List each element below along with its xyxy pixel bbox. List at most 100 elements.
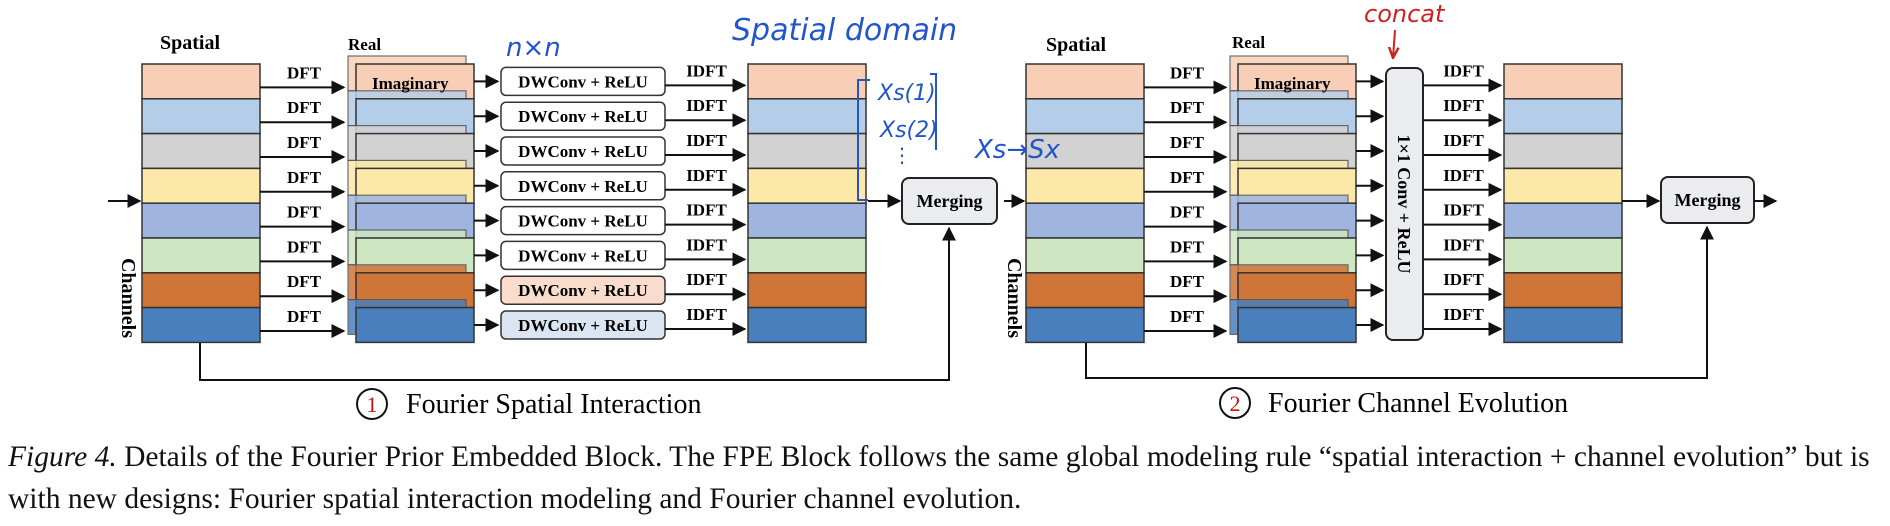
annotation-concat-arrow	[1393, 29, 1395, 58]
section-number: 2	[1230, 391, 1241, 416]
spatial-channel-block	[141, 306, 261, 344]
dwconv-relu-box	[500, 205, 666, 236]
idft-label: IDFT	[1443, 131, 1484, 150]
skip-connection	[1085, 225, 1714, 379]
spatial-channel-block	[1025, 63, 1145, 100]
real-label: Real	[1232, 33, 1265, 52]
dwconv-relu-box	[500, 240, 666, 271]
dft-label: DFT	[1170, 307, 1205, 326]
dft-label: DFT	[1170, 272, 1205, 291]
output-channel-block	[1503, 237, 1623, 274]
section-title: Fourier Channel Evolution	[1268, 388, 1568, 419]
dwconv-relu-label: DWConv + ReLU	[518, 246, 648, 265]
imaginary-label: Imaginary	[1254, 74, 1331, 93]
dft-label: DFT	[1170, 203, 1205, 222]
annotation-xs-to-sx: Xs→Sx	[973, 135, 1061, 165]
output-channel-block	[747, 132, 867, 170]
dft-label: DFT	[287, 237, 322, 256]
output-channel-block	[1503, 132, 1623, 170]
dwconv-relu-label: DWConv + ReLU	[518, 177, 648, 196]
idft-label: IDFT	[686, 305, 727, 324]
imaginary-label: Imaginary	[372, 74, 449, 93]
annotation-nxn: n×n	[506, 33, 561, 63]
dft-label: DFT	[287, 98, 322, 117]
dwconv-relu-label: DWConv + ReLU	[518, 72, 648, 91]
output-channel-block	[1503, 98, 1623, 135]
dwconv-relu-box	[500, 171, 666, 201]
dft-label: DFT	[287, 203, 322, 222]
idft-label: IDFT	[1443, 305, 1484, 324]
annotation-dots: ⋮	[892, 143, 912, 167]
annotation-bracket-right	[930, 73, 937, 150]
dft-label: DFT	[287, 272, 322, 291]
annotation-concat: concat	[1364, 0, 1446, 28]
handwritten-annotations: n×n Spatial domain Xs(1) Xs(2) ⋮ Xs→Sx c…	[506, 0, 1446, 201]
dwconv-relu-label: DWConv + ReLU	[518, 107, 648, 126]
spatial-channel-block	[141, 272, 261, 309]
dwconv-relu-box	[500, 136, 666, 166]
annotation-xs1: Xs(1)	[877, 81, 936, 106]
idft-label: IDFT	[686, 270, 727, 289]
dwconv-relu-label: DWConv + ReLU	[518, 281, 648, 300]
conv1x1-box	[1385, 67, 1424, 341]
idft-label: IDFT	[686, 166, 727, 185]
output-channel-block	[747, 306, 867, 344]
real-label: Real	[348, 35, 381, 54]
dft-label: DFT	[287, 307, 322, 326]
section-title: Fourier Spatial Interaction	[406, 389, 701, 420]
output-channel-block	[747, 63, 867, 100]
spatial-channel-block	[141, 167, 261, 204]
spatial-channel-block	[141, 98, 261, 135]
spatial-channel-block	[1025, 237, 1145, 274]
dft-label: DFT	[1170, 133, 1205, 152]
spatial-channel-block	[141, 202, 261, 239]
dft-label: DFT	[287, 168, 322, 187]
conv1x1-label: 1×1 Conv + ReLU	[1394, 134, 1414, 273]
output-channel-block	[747, 272, 867, 309]
channels-label: Channels	[1003, 258, 1025, 338]
dwconv-relu-label: DWConv + ReLU	[518, 212, 648, 231]
imaginary-channel-block	[1237, 306, 1357, 344]
fourier-channel-evolution-panel: Spatial Real Channels DFT IDFT DFT IDFT DFT I…	[1003, 33, 1778, 419]
dft-label: DFT	[287, 133, 322, 152]
annotation-xs2: Xs(2)	[879, 118, 938, 143]
skip-connection	[199, 226, 956, 381]
output-channel-block	[1503, 202, 1623, 239]
dwconv-relu-box	[500, 66, 666, 97]
merging-box	[901, 177, 998, 225]
output-channel-block	[1503, 63, 1623, 100]
idft-label: IDFT	[686, 235, 727, 254]
imaginary-channel-block	[355, 306, 475, 344]
dwconv-relu-label: DWConv + ReLU	[518, 142, 648, 161]
caption-text: Details of the Fourier Prior Embedded Bl…	[8, 441, 1870, 515]
section-number-badge	[1219, 387, 1251, 419]
spatial-channel-block	[1025, 272, 1145, 309]
channels-label: Channels	[117, 258, 139, 338]
dft-label: DFT	[1170, 168, 1205, 187]
output-channel-block	[747, 98, 867, 135]
output-channel-block	[1503, 272, 1623, 309]
dwconv-relu-box	[500, 275, 666, 305]
spatial-channel-block	[1025, 132, 1145, 170]
spatial-channel-block	[1025, 306, 1145, 344]
idft-label: IDFT	[1443, 61, 1484, 80]
spatial-channel-block	[1025, 167, 1145, 204]
spatial-label: Spatial	[1046, 34, 1106, 56]
output-channel-block	[747, 237, 867, 274]
annotation-bracket	[857, 79, 870, 201]
dwconv-relu-box	[500, 101, 666, 131]
dft-label: DFT	[287, 63, 322, 82]
figure-caption: Figure 4. Details of the Fourier Prior E…	[8, 436, 1882, 520]
output-channel-block	[747, 202, 867, 239]
dft-label: DFT	[1170, 63, 1205, 82]
idft-label: IDFT	[1443, 166, 1484, 185]
spatial-label: Spatial	[160, 32, 220, 54]
dft-label: DFT	[1170, 98, 1205, 117]
caption-label: Figure 4.	[8, 441, 117, 473]
idft-label: IDFT	[686, 96, 727, 115]
section-number: 1	[367, 392, 378, 417]
output-channel-block	[747, 167, 867, 204]
idft-label: IDFT	[1443, 96, 1484, 115]
idft-label: IDFT	[1443, 270, 1484, 289]
spatial-channel-block	[1025, 98, 1145, 135]
